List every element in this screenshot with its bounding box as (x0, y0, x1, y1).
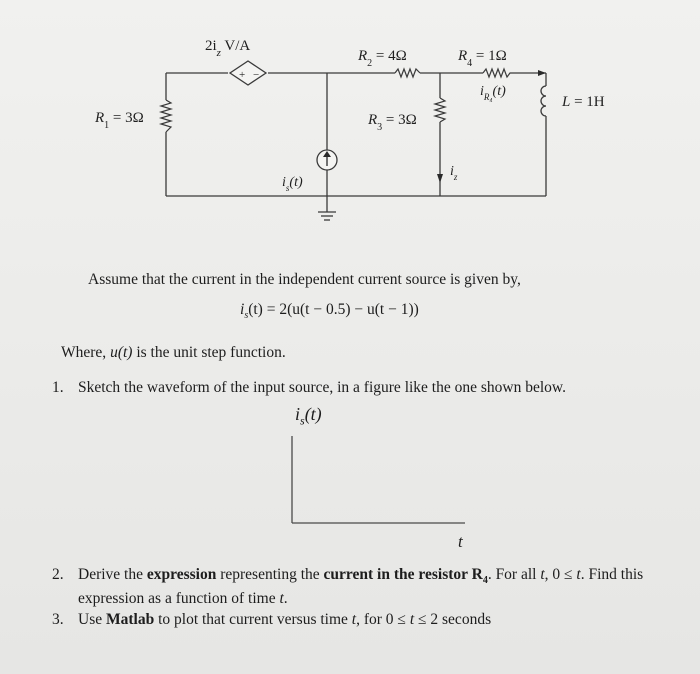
r4-label: R4 = 1Ω (457, 48, 507, 69)
waveform-axes (291, 436, 465, 524)
r4-resistor (482, 67, 516, 79)
r1-resistor (158, 99, 174, 133)
iz-label: iz (450, 164, 458, 182)
question-1: 1. Sketch the waveform of the input sour… (52, 379, 566, 396)
dependent-source-diamond (228, 60, 268, 86)
r2-label: R2 = 4Ω (357, 48, 407, 69)
ir4-label: iR₄(t) (480, 84, 506, 102)
question-3: 3. Use Matlab to plot that current versu… (52, 611, 492, 628)
current-source-arrow-head (323, 151, 331, 157)
is-label: is(t) (282, 175, 303, 193)
iz-arrow (437, 174, 443, 183)
dependent-source-label: 2iz V/A (205, 38, 250, 59)
graph-y-label: is(t) (295, 404, 322, 428)
graph-x-label: t (458, 532, 463, 551)
source-equation: is(t) = 2(u(t − 0.5) − u(t − 1)) (240, 301, 419, 322)
dependent-source-plus: + (239, 69, 245, 81)
r3-resistor (432, 97, 448, 123)
ir4-arrow (538, 70, 546, 76)
inductor (540, 85, 547, 117)
r1-label: R1 = 3Ω (94, 110, 144, 131)
dependent-source-minus: − (253, 69, 259, 81)
ground-icon (318, 211, 336, 221)
assume-text: Assume that the current in the independe… (88, 271, 521, 288)
inductor-label: L = 1H (561, 94, 605, 110)
r3-label: R3 = 3Ω (367, 112, 417, 133)
where-text: Where, u(t) is the unit step function. (61, 344, 286, 361)
circuit-diagram: + − 2iz V/A R1 = 3Ω (94, 38, 605, 221)
question-2: 2. Derive the expression representing th… (52, 566, 644, 608)
r2-resistor (394, 67, 421, 79)
